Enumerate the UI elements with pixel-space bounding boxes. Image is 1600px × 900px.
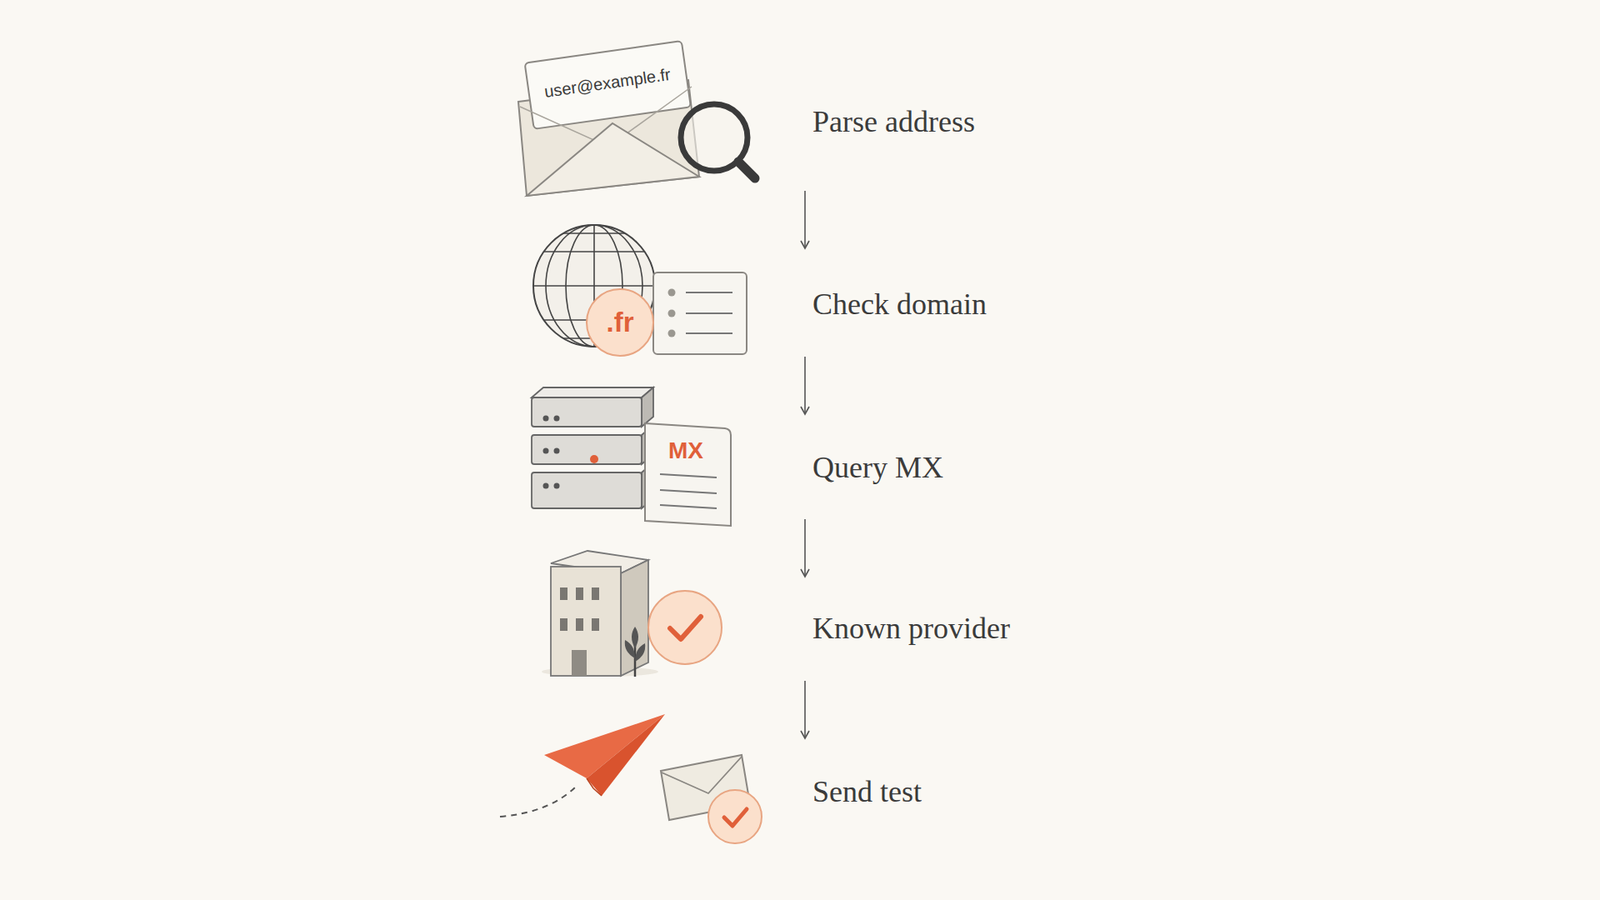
window <box>560 618 568 631</box>
door <box>571 650 587 676</box>
magnifier-handle <box>738 161 755 179</box>
doc-line <box>660 490 717 494</box>
server-unit <box>531 462 654 509</box>
step-label: Send test <box>812 770 922 813</box>
list-line <box>685 332 733 335</box>
server-unit <box>531 387 654 427</box>
doc-line <box>660 474 717 478</box>
check-mark <box>670 616 701 640</box>
plant-leaf <box>631 626 639 649</box>
window <box>560 587 568 600</box>
server-led <box>554 415 560 422</box>
process-step: Parse address <box>500 33 1100 191</box>
server-unit <box>531 425 654 465</box>
check-badge <box>708 790 762 844</box>
server-front <box>531 472 642 509</box>
envelope-icon <box>518 40 755 196</box>
icon-label: .fr <box>606 306 635 339</box>
window <box>591 587 600 600</box>
mx-document <box>645 423 731 526</box>
globe-latitude <box>563 232 625 234</box>
check-mark <box>724 809 747 826</box>
list-line <box>685 291 733 294</box>
step-label: Parse address <box>812 100 975 143</box>
address-card <box>525 40 691 130</box>
server-status-led <box>590 455 599 464</box>
doc-line <box>660 505 717 509</box>
building-side <box>620 560 649 676</box>
globe-equator <box>533 285 655 287</box>
process-step: Query MX <box>500 414 1100 520</box>
process-step: Check domain <box>500 248 1100 357</box>
check-badge <box>648 590 722 665</box>
server-side <box>641 387 654 427</box>
step-label: Check domain <box>812 283 987 325</box>
server-led <box>554 448 560 455</box>
window <box>575 618 584 631</box>
window <box>591 618 600 631</box>
globe-icon <box>533 225 747 356</box>
server-led <box>543 483 550 490</box>
process-step: Known provider <box>500 576 1100 681</box>
list-card <box>653 272 747 355</box>
icon-label: user@example.fr <box>543 65 672 102</box>
tld-badge <box>586 289 654 356</box>
flow-arrow <box>804 356 806 415</box>
plane-body <box>586 714 665 796</box>
list-bullet <box>668 310 676 318</box>
list-line <box>685 312 733 315</box>
flow-arrow <box>804 519 806 577</box>
building-front <box>550 566 621 676</box>
server-led <box>543 448 550 455</box>
server-led <box>543 415 550 422</box>
server-top <box>531 387 654 398</box>
envelope-fold <box>661 756 742 794</box>
send-icon <box>500 714 762 844</box>
server-front <box>531 435 642 465</box>
step-label: Known provider <box>812 607 1010 650</box>
window <box>575 587 584 600</box>
list-bullet <box>668 330 676 338</box>
flow-arrow <box>804 680 806 739</box>
envelope-flap <box>526 123 700 196</box>
flow-arrow <box>804 190 806 249</box>
card-shape <box>525 40 691 130</box>
building-icon <box>541 550 722 677</box>
flight-path <box>500 785 577 817</box>
process-step: Send test <box>500 738 1100 859</box>
icon-label: MX <box>668 437 704 465</box>
step-label: Query MX <box>812 446 944 489</box>
plant-leaf <box>635 643 645 662</box>
globe-latitude <box>544 250 645 253</box>
server-led <box>554 483 560 490</box>
plane-fold <box>586 778 602 796</box>
list-bullet <box>668 289 676 297</box>
plant-stem <box>634 645 637 677</box>
server-front <box>531 397 642 427</box>
server-icon <box>531 387 731 526</box>
